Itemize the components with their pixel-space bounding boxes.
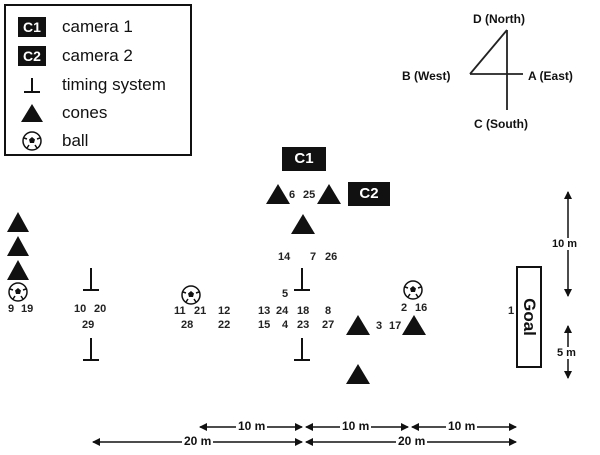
distance-label-10m: 10 m	[340, 419, 372, 433]
ball-left	[8, 282, 28, 302]
position-label: 3	[376, 320, 383, 332]
compass-west-label: B (West)	[402, 69, 451, 83]
position-label: 23	[297, 319, 310, 331]
position-label: 10	[74, 303, 87, 315]
ball-icon	[22, 131, 42, 151]
compass-east-label: A (East)	[528, 69, 573, 83]
ball-middle	[181, 285, 201, 305]
position-label: 28	[181, 319, 194, 331]
cone-right-3	[346, 315, 370, 335]
position-label: 13	[258, 305, 271, 317]
position-label: 26	[325, 251, 338, 263]
legend-row-timing-system: timing system	[14, 72, 166, 98]
position-label: 18	[297, 305, 310, 317]
legend: C1 camera 1 C2 camera 2 timing system co…	[4, 4, 192, 156]
distance-label-20m: 20 m	[182, 434, 214, 448]
position-label: 6	[289, 189, 296, 201]
cone-top-center	[291, 214, 315, 234]
timing-gate-left-bottom	[83, 338, 99, 361]
distance-label-10m: 10 m	[236, 419, 268, 433]
position-label: 22	[218, 319, 231, 331]
legend-label-camera-2: camera 2	[62, 46, 133, 65]
distance-label-vertical-10m: 10 m	[552, 238, 578, 250]
position-label: 1	[508, 305, 515, 317]
camera-2-marker: C2	[348, 182, 390, 206]
cone-left-3	[7, 260, 29, 280]
cone-top-25	[317, 184, 341, 204]
position-label: 21	[194, 305, 207, 317]
position-label: 25	[303, 189, 316, 201]
compass-south-label: C (South)	[474, 117, 528, 131]
position-label: 17	[389, 320, 402, 332]
position-label: 2	[401, 302, 408, 314]
timing-gate-icon	[24, 78, 40, 93]
camera-1-marker: C1	[282, 147, 326, 171]
position-label: 14	[278, 251, 291, 263]
position-label: 4	[282, 319, 289, 331]
goal-label: Goal	[520, 298, 539, 336]
position-label: 27	[322, 319, 335, 331]
ball-right	[403, 280, 423, 300]
legend-row-ball: ball	[14, 128, 88, 154]
position-label: 20	[94, 303, 107, 315]
timing-gate-center-top	[294, 268, 310, 291]
legend-label-camera-1: camera 1	[62, 17, 133, 36]
legend-label-ball: ball	[62, 131, 89, 150]
position-label: 16	[415, 302, 428, 314]
goal: Goal	[516, 266, 542, 368]
position-label: 8	[325, 305, 332, 317]
position-label: 7	[310, 251, 317, 263]
cone-right-17	[402, 315, 426, 335]
legend-row-camera-1: C1 camera 1	[14, 14, 133, 40]
cone-top-6	[266, 184, 290, 204]
cone-icon	[21, 104, 43, 122]
timing-gate-left-top	[83, 268, 99, 291]
legend-label-timing-system: timing system	[62, 75, 166, 94]
position-label: 19	[21, 303, 34, 315]
cone-left-1	[7, 212, 29, 232]
position-label: 15	[258, 319, 271, 331]
distance-label-10m: 10 m	[446, 419, 478, 433]
position-label: 24	[276, 305, 289, 317]
distance-label-20m: 20 m	[396, 434, 428, 448]
compass-north-label: D (North)	[473, 12, 525, 26]
camera-1-icon: C1	[18, 17, 46, 37]
position-label: 9	[8, 303, 15, 315]
legend-row-cones: cones	[14, 100, 107, 126]
position-label: 5	[282, 288, 289, 300]
cone-left-2	[7, 236, 29, 256]
camera-2-icon: C2	[18, 46, 46, 66]
position-label: 12	[218, 305, 231, 317]
position-label: 11	[174, 305, 186, 317]
distance-label-vertical-5m: 5 m	[557, 347, 576, 359]
timing-gate-center-bottom	[294, 338, 310, 361]
cone-bottom	[346, 364, 370, 384]
position-label: 29	[82, 319, 95, 331]
legend-row-camera-2: C2 camera 2	[14, 43, 133, 69]
compass-icon	[469, 29, 523, 110]
legend-label-cones: cones	[62, 103, 108, 122]
